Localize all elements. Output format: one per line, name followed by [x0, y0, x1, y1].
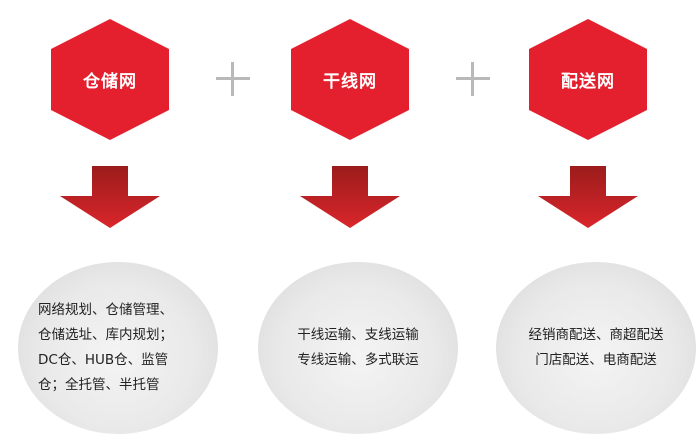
bubble-line: DC仓、HUB仓、监管	[38, 352, 169, 368]
hexagon-shape	[529, 19, 647, 140]
bubble-line: 仓储选址、库内规划；	[38, 327, 173, 343]
hexagon-distribution-network: 配送网	[529, 19, 647, 140]
bubble-line: 干线运输、支线运输	[297, 327, 419, 343]
column-warehouse: 仓储网 网络规划、仓储管理、 仓储选址、库内规划； DC仓、HUB仓、监管 仓；…	[18, 0, 218, 436]
hexagon-shape	[291, 19, 409, 140]
down-arrow-icon	[300, 166, 400, 228]
down-arrow-icon	[538, 166, 638, 228]
hexagon-label: 干线网	[323, 72, 377, 92]
bubble-line: 仓；全托管、半托管	[38, 377, 160, 393]
bubble-line: 专线运输、多式联运	[297, 352, 419, 368]
bubble-text: 经销商配送、商超配送 门店配送、电商配送	[496, 262, 696, 434]
column-trunk: 干线网 干线运输、支线运输 专线运输、多式联运	[258, 0, 458, 436]
hexagon-trunk-network: 干线网	[291, 19, 409, 140]
hexagon-label: 仓储网	[83, 72, 137, 92]
bubble-text: 网络规划、仓储管理、 仓储选址、库内规划； DC仓、HUB仓、监管 仓；全托管、…	[18, 262, 218, 434]
bubble-line: 网络规划、仓储管理、	[38, 302, 173, 318]
plus-icon	[216, 62, 250, 96]
description-bubble: 网络规划、仓储管理、 仓储选址、库内规划； DC仓、HUB仓、监管 仓；全托管、…	[18, 262, 218, 434]
hexagon-label: 配送网	[561, 72, 615, 92]
bubble-text: 干线运输、支线运输 专线运输、多式联运	[258, 262, 458, 434]
bubble-line: 经销商配送、商超配送	[528, 327, 664, 343]
plus-icon	[456, 62, 490, 96]
hexagon-warehouse-network: 仓储网	[51, 19, 169, 140]
hexagon-shape	[51, 19, 169, 140]
description-bubble: 干线运输、支线运输 专线运输、多式联运	[258, 262, 458, 434]
bubble-line: 门店配送、电商配送	[535, 352, 657, 368]
description-bubble: 经销商配送、商超配送 门店配送、电商配送	[496, 262, 696, 434]
down-arrow-icon	[60, 166, 160, 228]
column-distribution: 配送网 经销商配送、商超配送 门店配送、电商配送	[496, 0, 696, 436]
